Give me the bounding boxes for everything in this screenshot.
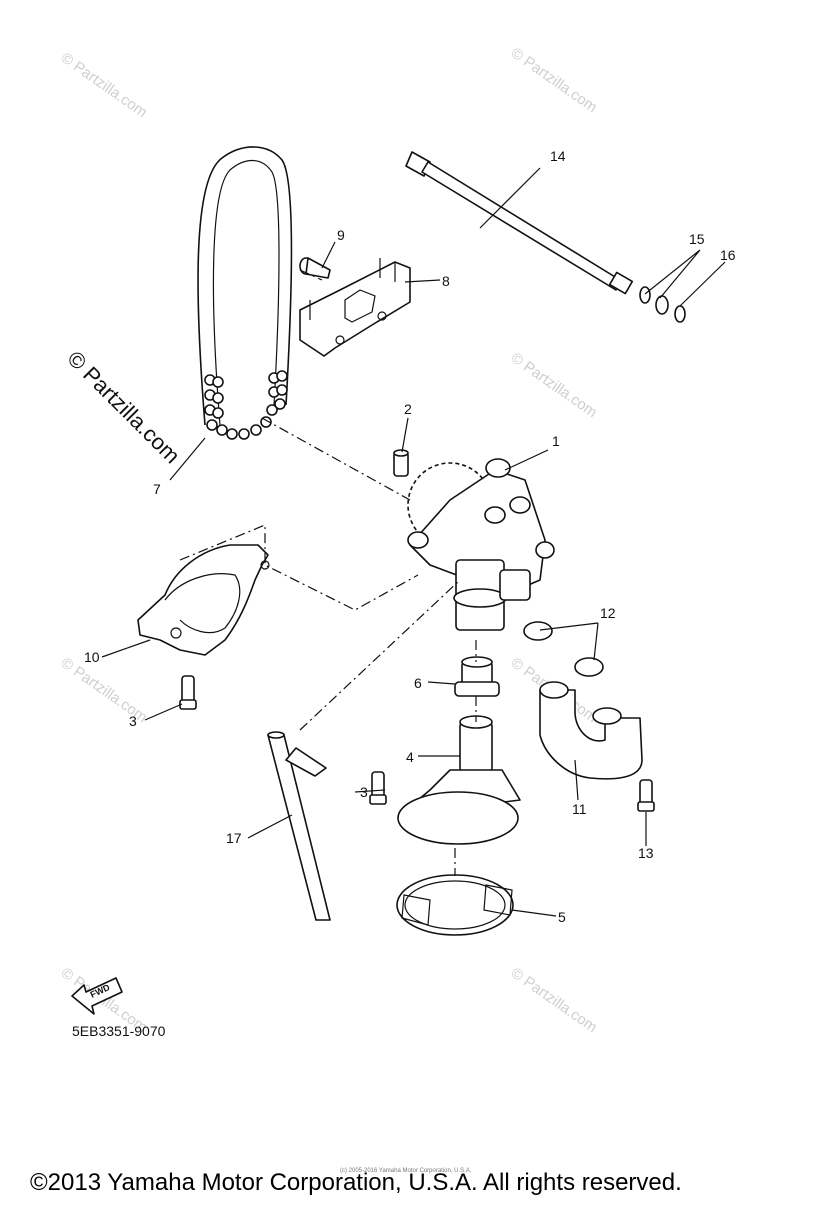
watermark: © Partzilla.com <box>508 44 601 116</box>
callout-7: 7 <box>153 481 161 497</box>
bolt <box>179 675 197 710</box>
oil-delivery-pipe <box>405 151 634 295</box>
oil-pipe-u <box>539 681 643 780</box>
pipe-rod <box>267 731 331 921</box>
callout-13: 13 <box>638 845 654 861</box>
small-print: (c) 2005-2016 Yamaha Motor Corporation, … <box>340 1168 472 1174</box>
callout-10: 10 <box>84 649 100 665</box>
alignment-lines <box>179 269 477 876</box>
callout-6: 6 <box>414 675 422 691</box>
callout-3: 3 <box>129 713 137 729</box>
callout-4: 4 <box>406 749 414 765</box>
oil-pump-assembly <box>407 458 555 631</box>
callout-3: 3 <box>360 784 368 800</box>
watermark: © Partzilla.com <box>508 964 601 1036</box>
chain-links <box>204 370 288 440</box>
callout-5: 5 <box>558 909 566 925</box>
o-rings <box>639 286 686 323</box>
strainer-housing <box>397 715 521 845</box>
watermark: © Partzilla.com <box>58 49 151 121</box>
callout-12: 12 <box>600 605 616 621</box>
callout-17: 16 <box>720 247 736 263</box>
fitting <box>454 656 500 697</box>
bolt <box>369 771 387 805</box>
callout-14: 17 <box>226 830 242 846</box>
bolt <box>637 779 655 812</box>
drive-chain <box>197 146 293 440</box>
strainer-screen <box>396 874 514 936</box>
callout-15: 14 <box>550 148 566 164</box>
leader-lines <box>101 167 726 917</box>
watermark-large: © Partzilla.com <box>62 346 185 469</box>
chain-guide <box>299 258 411 357</box>
callout-16: 15 <box>689 231 705 247</box>
callout-9: 9 <box>337 227 345 243</box>
callout-1: 1 <box>552 433 560 449</box>
diagram-code: 5EB3351-9070 <box>72 1023 166 1039</box>
bearing-cap <box>137 544 270 656</box>
dowel-pin <box>393 449 409 477</box>
callout-labels: 14 15 16 9 8 2 1 7 12 10 3 6 4 3 17 11 1… <box>84 148 736 925</box>
gaskets <box>523 621 604 677</box>
callout-11: 11 <box>572 801 587 817</box>
callout-8: 8 <box>442 273 450 289</box>
watermark: © Partzilla.com <box>508 349 601 421</box>
copyright-footer: ©2013 Yamaha Motor Corporation, U.S.A. A… <box>30 1169 682 1196</box>
callout-2: 2 <box>404 401 412 417</box>
